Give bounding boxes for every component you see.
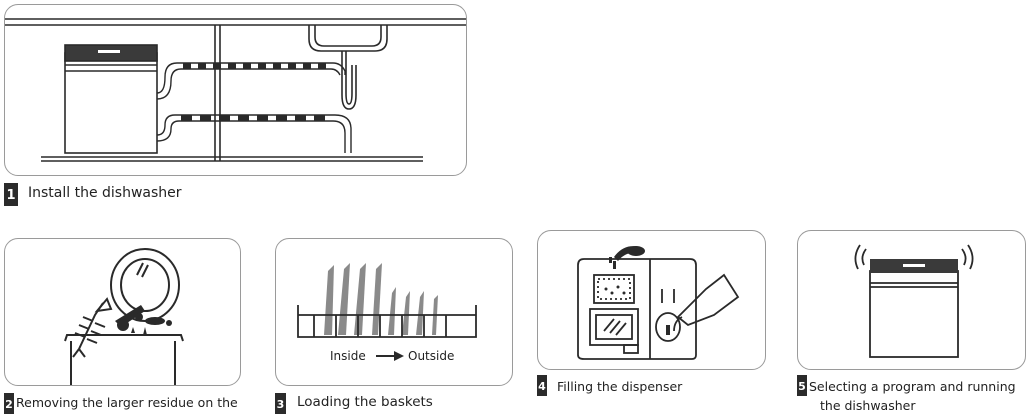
filling-dispenser-illustration (577, 246, 740, 360)
step-2-caption: Removing the larger residue on the (16, 395, 238, 410)
vibration-left-icon (861, 248, 867, 266)
step-5-badge: 5 (797, 375, 807, 396)
step-5-caption-line-2: the dishwasher (820, 398, 916, 413)
step-1-caption: Install the dishwasher (28, 185, 182, 201)
scrape-plate-illustration (64, 248, 184, 385)
running-dishwasher-illustration (854, 244, 974, 358)
step-3-caption: Loading the baskets (297, 394, 433, 410)
step-3-badge: 3 (275, 393, 286, 414)
step-1-badge: 1 (4, 183, 18, 206)
step-1-panel (4, 4, 467, 176)
step-4-badge: 4 (537, 375, 547, 396)
step-2-badge: 2 (4, 393, 14, 414)
step-5-caption: Selecting a program and running (809, 379, 1016, 394)
step-4-panel (537, 230, 766, 370)
step-2-panel (4, 238, 241, 386)
inside-label: Inside (330, 349, 366, 363)
install-illustration (5, 18, 466, 162)
vibration-right-icon (961, 248, 967, 266)
outside-label: Outside (408, 349, 455, 363)
loading-baskets-illustration (297, 263, 477, 361)
step-3-panel: Inside Outside (275, 238, 513, 386)
step-4-caption: Filling the dispenser (557, 379, 683, 394)
arrow-right-icon (376, 351, 404, 361)
step-5-panel (797, 230, 1026, 370)
